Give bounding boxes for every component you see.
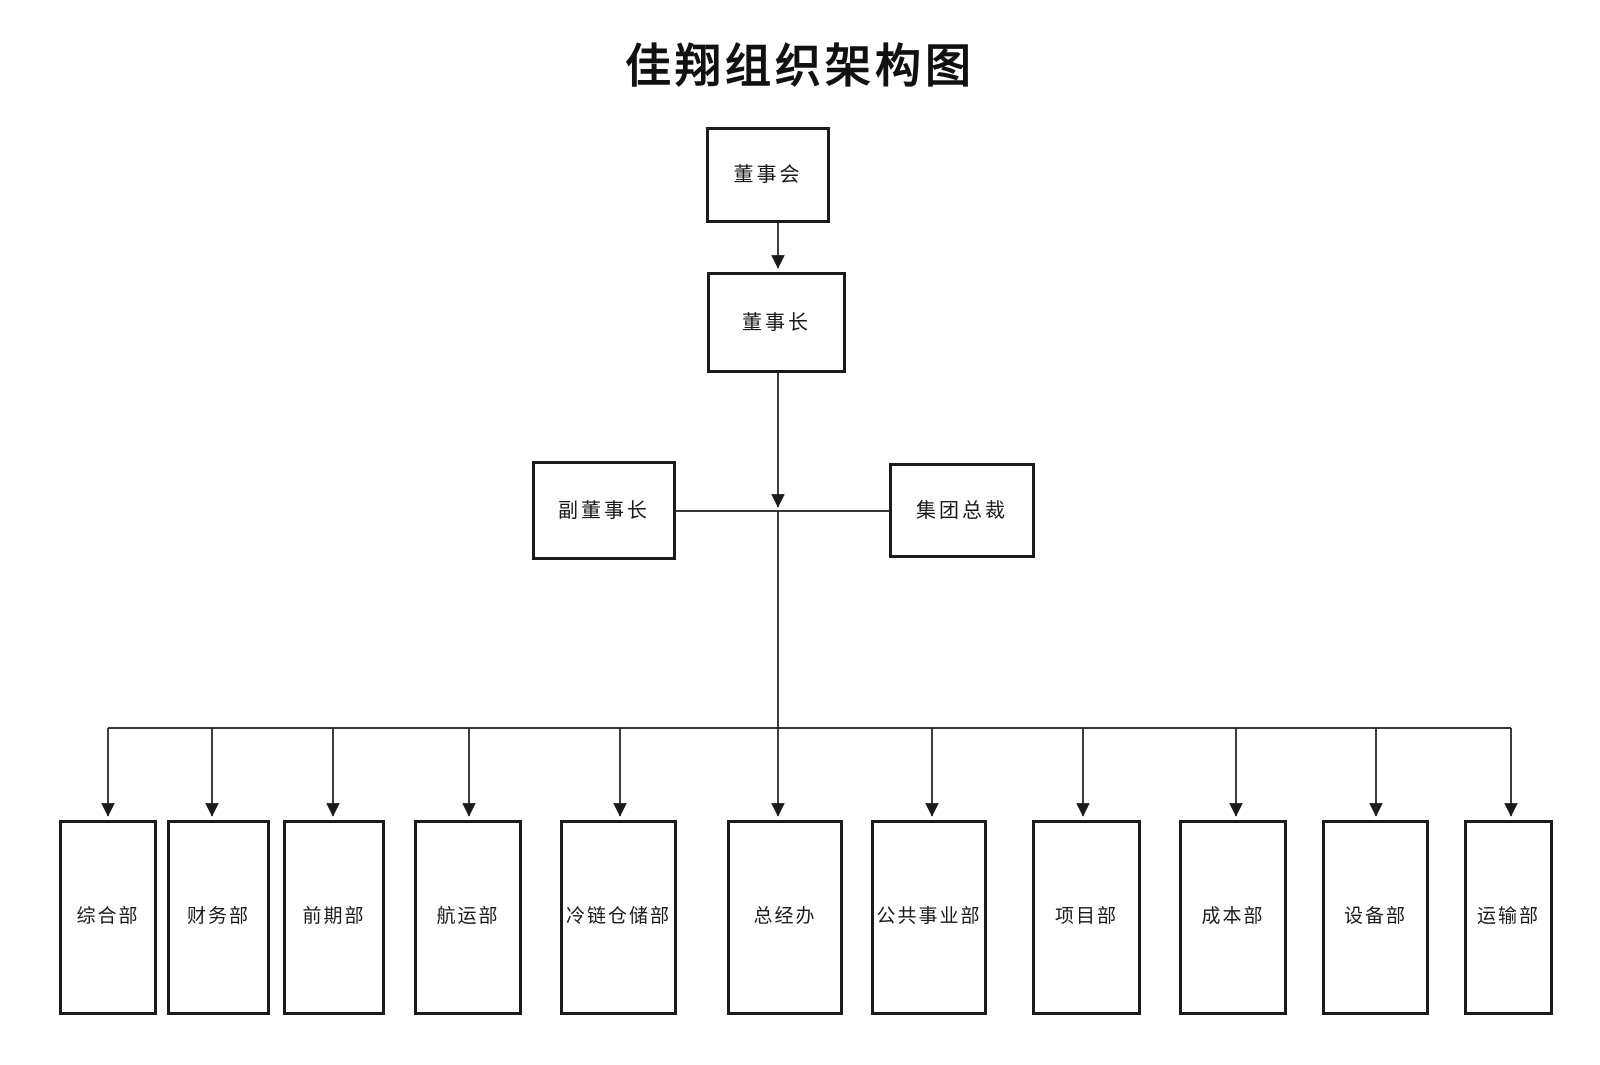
node-vice-chairman-label: 副董事长 xyxy=(558,499,650,522)
dept-finance-label: 财务部 xyxy=(186,906,250,928)
node-chairman-label: 董事长 xyxy=(742,311,811,334)
chart-title: 佳翔组织架构图 xyxy=(625,41,975,92)
node-board-label: 董事会 xyxy=(733,164,803,186)
dept-shipping-label: 航运部 xyxy=(436,906,500,928)
dept-public-utilities-label: 公共事业部 xyxy=(876,906,982,928)
dept-general: 综合部 xyxy=(59,820,157,1015)
dept-gm-office-label: 总经办 xyxy=(753,906,817,928)
dept-equipment-label: 设备部 xyxy=(1343,906,1407,928)
dept-transport: 运输部 xyxy=(1464,820,1553,1015)
dept-cold-chain-warehousing-label: 冷链仓储部 xyxy=(565,906,671,928)
dept-project: 项目部 xyxy=(1032,820,1141,1015)
dept-preliminary: 前期部 xyxy=(283,820,385,1015)
dept-cold-chain-warehousing: 冷链仓储部 xyxy=(560,820,677,1015)
dept-shipping: 航运部 xyxy=(414,820,522,1015)
dept-public-utilities: 公共事业部 xyxy=(871,820,987,1015)
dept-cost-label: 成本部 xyxy=(1201,906,1265,928)
node-chairman: 董事长 xyxy=(707,272,846,373)
dept-transport-label: 运输部 xyxy=(1476,906,1540,928)
dept-project-label: 项目部 xyxy=(1054,906,1118,928)
dept-equipment: 设备部 xyxy=(1322,820,1429,1015)
dept-cost: 成本部 xyxy=(1179,820,1287,1015)
node-group-president-label: 集团总裁 xyxy=(916,499,1008,522)
node-vice-chairman: 副董事长 xyxy=(532,461,676,560)
dept-preliminary-label: 前期部 xyxy=(302,906,366,928)
dept-finance: 财务部 xyxy=(167,820,270,1015)
dept-gm-office: 总经办 xyxy=(727,820,843,1015)
node-board: 董事会 xyxy=(706,127,830,223)
node-group-president: 集团总裁 xyxy=(889,463,1035,558)
dept-general-label: 综合部 xyxy=(76,906,140,928)
